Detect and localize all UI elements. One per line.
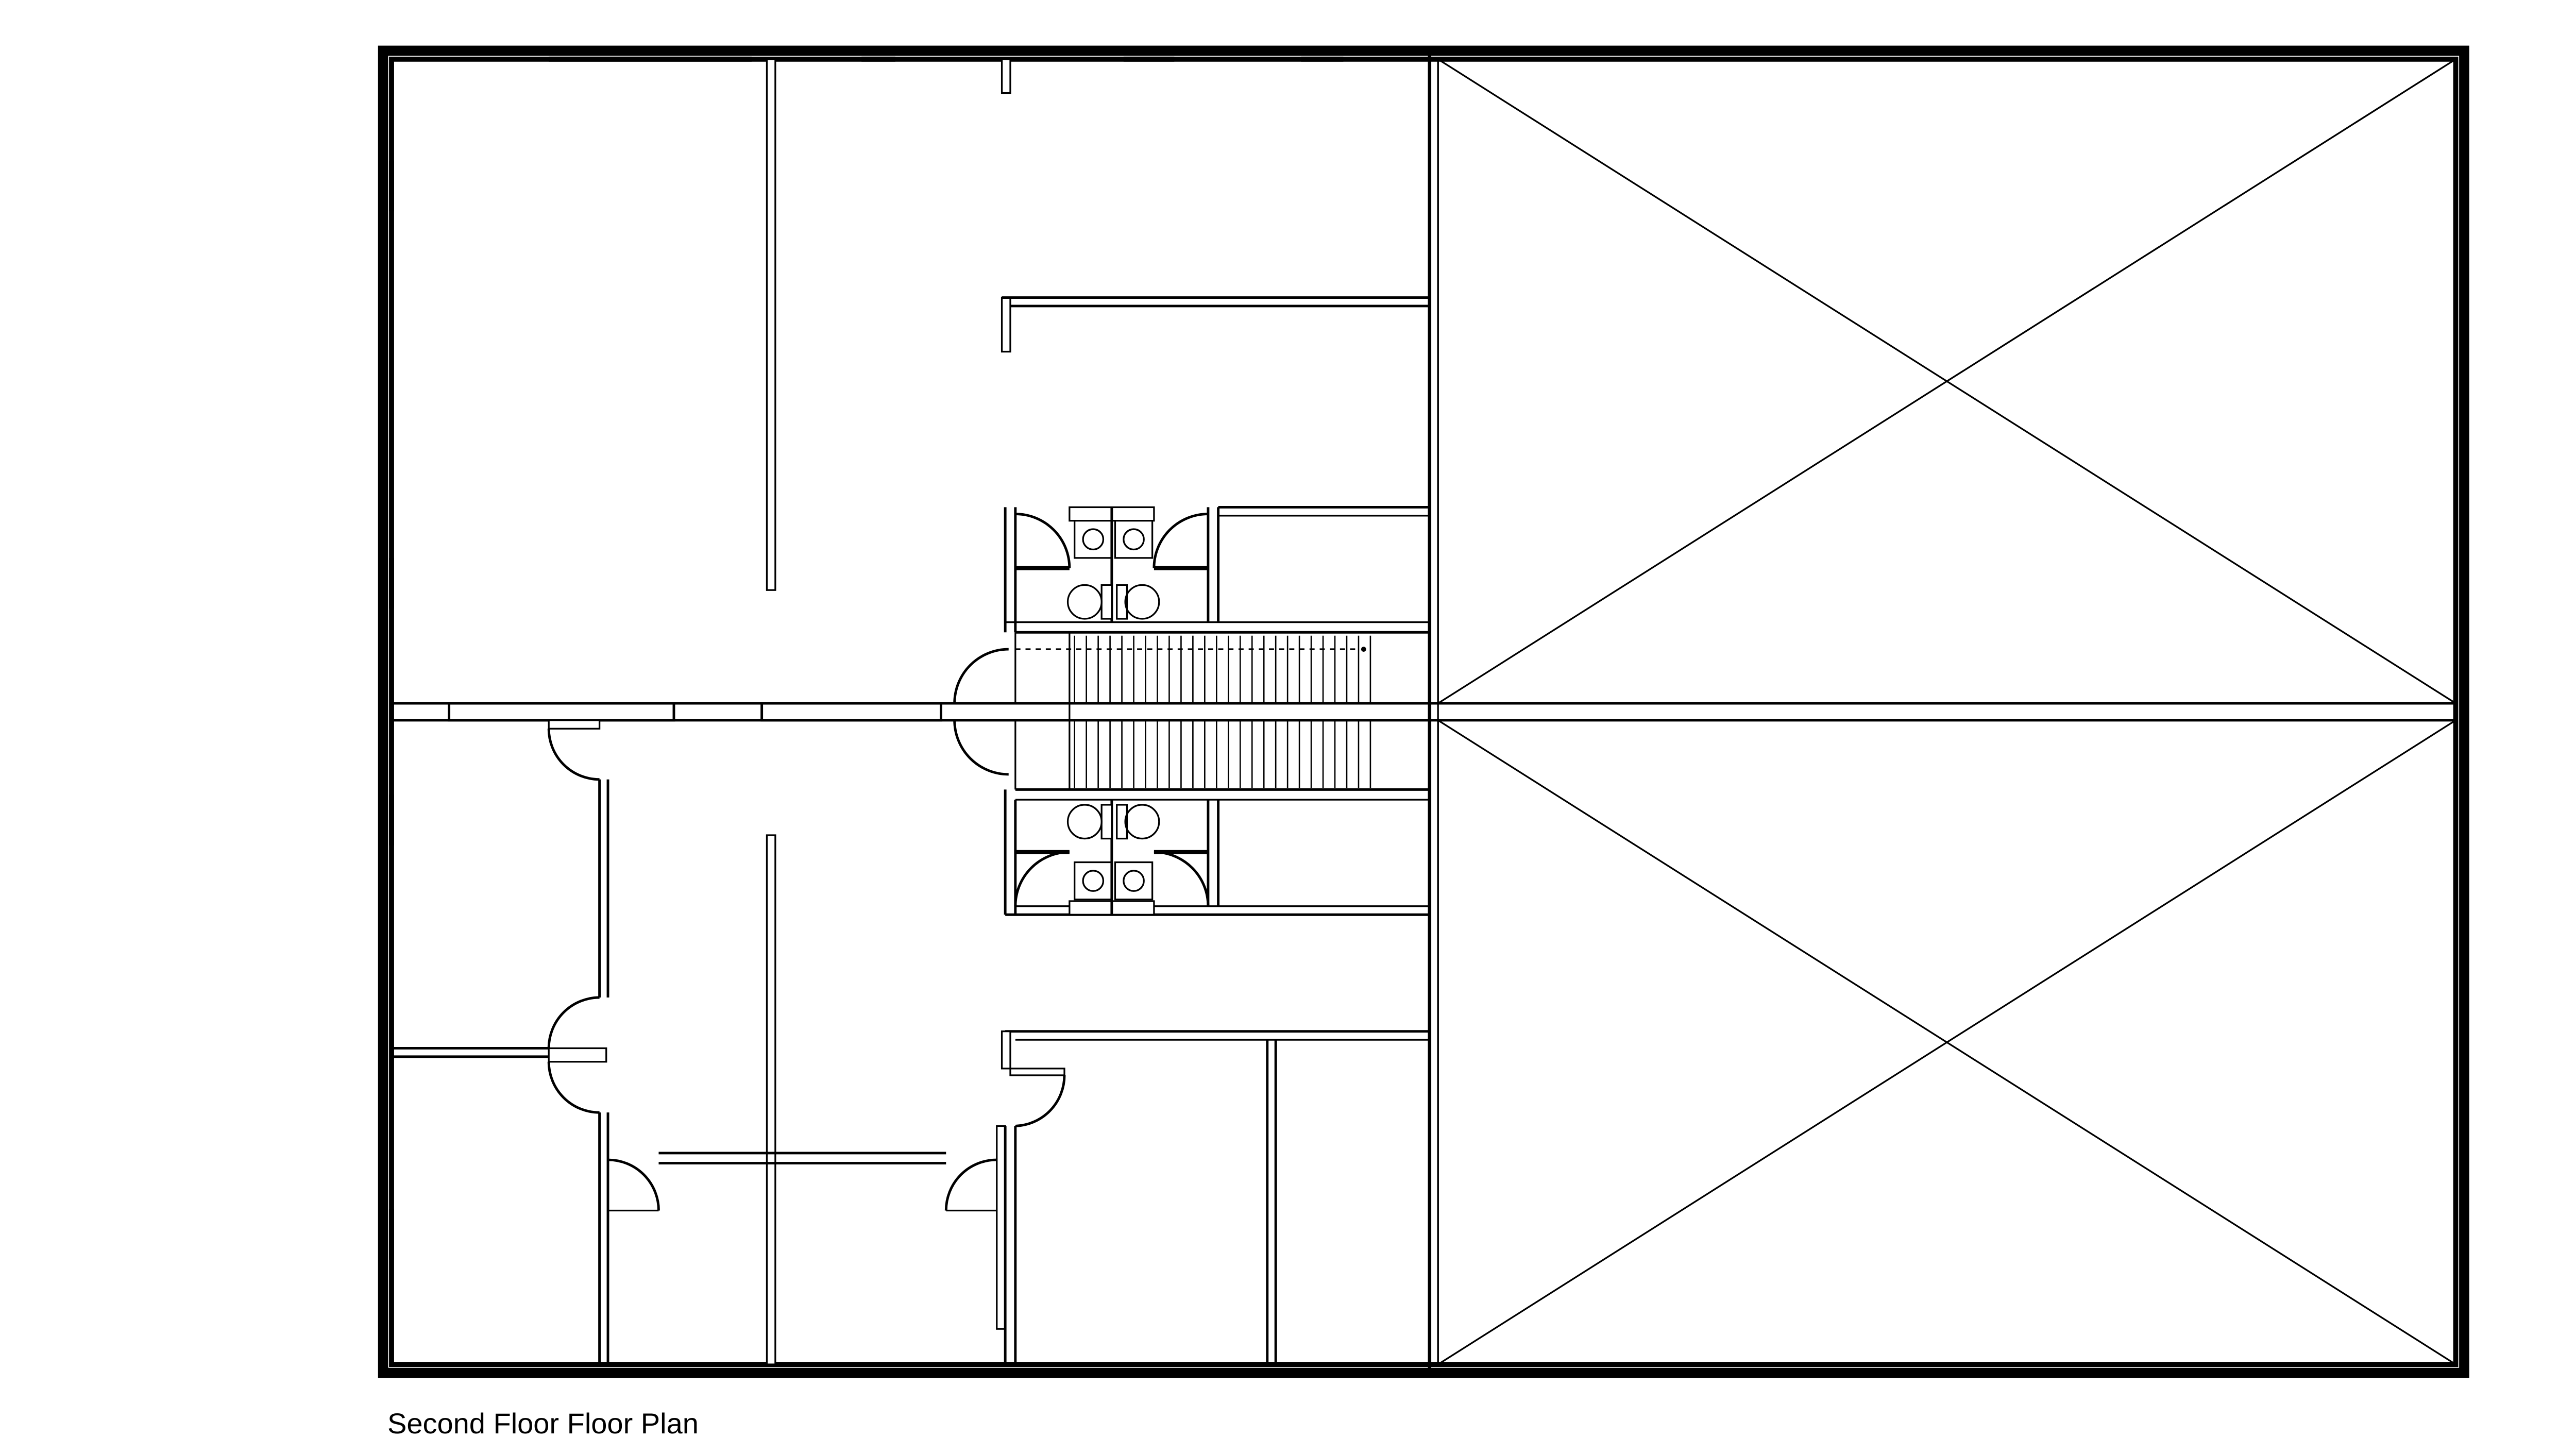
stair — [953, 632, 1430, 801]
open-to-below-lower — [1437, 719, 2457, 1365]
lower-restroom-block — [1004, 789, 1430, 916]
corridor-wall — [391, 702, 2456, 722]
upper-restroom-block — [1004, 505, 1430, 634]
open-to-below-upper — [1437, 58, 2457, 704]
lower-middle-rooms — [608, 834, 1017, 1365]
lower-left-rooms — [391, 719, 609, 1365]
upper-partitions — [766, 58, 1430, 591]
lower-right-rooms — [1001, 1030, 1430, 1365]
central-partition — [1428, 50, 1439, 1373]
plan-title: Second Floor Floor Plan — [387, 1407, 699, 1440]
exterior-walls — [378, 45, 2469, 1378]
